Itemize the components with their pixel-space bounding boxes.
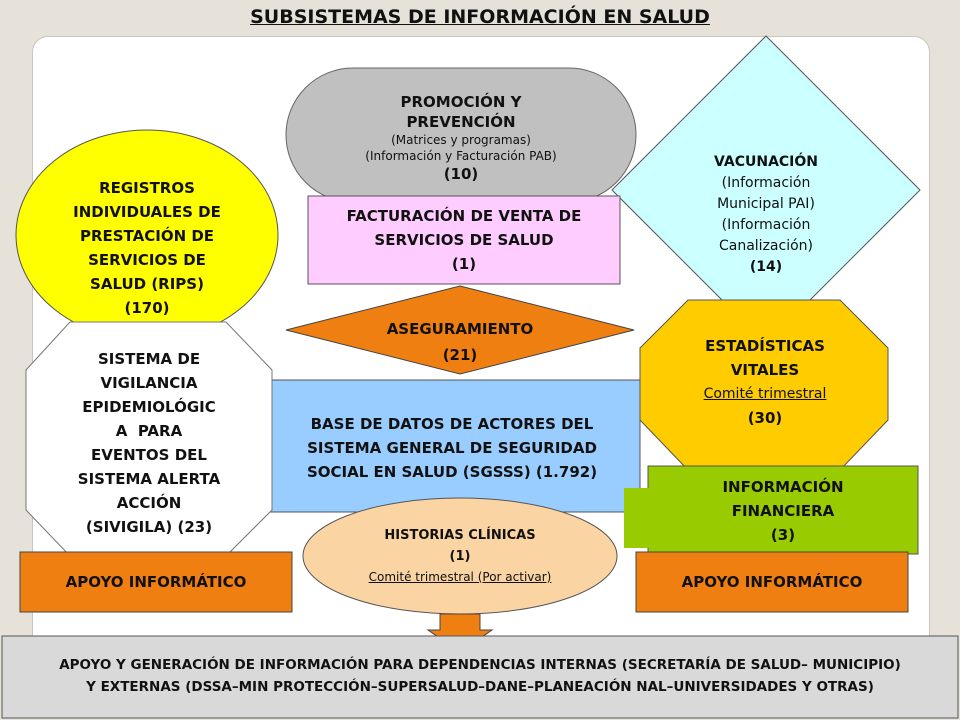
informacion-financiera: INFORMACIÓN FINANCIERA (3) — [648, 470, 918, 552]
estadisticas-l2: VITALES — [730, 361, 800, 379]
sivigila-l6: SISTEMA ALERTA — [77, 470, 221, 488]
aseguramiento-label: ASEGURAMIENTO — [386, 320, 534, 338]
bottom-bar-shape — [1, 635, 959, 719]
bottom-l1: APOYO Y GENERACIÓN DE INFORMACIÓN PARA D… — [59, 657, 901, 673]
rips-l1: REGISTROS — [99, 179, 195, 197]
base-datos-shape — [261, 379, 641, 513]
estadisticas-l1: ESTADÍSTICAS — [705, 337, 825, 355]
vacunacion-l2: Municipal PAI) — [717, 196, 815, 212]
financiera-count: (3) — [770, 526, 796, 544]
apoyo-right-shape — [635, 551, 909, 613]
rips-l3: PRESTACIÓN DE — [79, 227, 215, 245]
promocion-sub1: (Matrices y programas) — [391, 133, 531, 147]
historias-comite: Comité trimestral (Por activar) — [368, 569, 552, 584]
bottom-bar: APOYO Y GENERACIÓN DE INFORMACIÓN PARA D… — [4, 650, 956, 702]
apoyo-left-label: APOYO INFORMÁTICO — [65, 573, 247, 591]
historias-clinicas: HISTORIAS CLÍNICAS (1) Comité trimestral… — [318, 520, 602, 592]
sivigila: SISTEMA DE VIGILANCIA EPIDEMIOLÓGIC A PA… — [30, 340, 268, 546]
vacunacion-title: VACUNACIÓN — [713, 154, 818, 170]
facturacion-count: (1) — [451, 255, 477, 273]
facturacion-venta: FACTURACIÓN DE VENTA DE SERVICIOS DE SAL… — [310, 198, 618, 282]
sivigila-l1: SISTEMA DE — [97, 350, 201, 368]
aseguramiento: ASEGURAMIENTO (21) — [350, 314, 570, 370]
vacunacion-l3: (Información — [721, 217, 811, 233]
base-l1: BASE DE DATOS DE ACTORES DEL — [310, 415, 594, 433]
promocion-prevencion: PROMOCIÓN Y PREVENCIÓN (Matrices y progr… — [300, 82, 622, 194]
base-datos-actores: BASE DE DATOS DE ACTORES DEL SISTEMA GEN… — [272, 400, 632, 496]
promocion-line2: PREVENCIÓN — [406, 113, 516, 131]
facturacion-shape — [307, 195, 621, 285]
financiera-shape — [624, 488, 914, 548]
aseguramiento-diamond — [285, 285, 635, 375]
financiera-l2: FINANCIERA — [731, 502, 835, 520]
base-l3: SOCIAL EN SALUD (SGSSS) (1.792) — [306, 463, 598, 481]
historias-count: (1) — [449, 548, 471, 564]
facturacion-l2: SERVICIOS DE SALUD — [374, 231, 554, 249]
rips-l2: INDIVIDUALES DE — [73, 203, 221, 221]
sivigila-l5: EVENTOS DEL — [91, 446, 207, 464]
vacunacion-count: (14) — [749, 259, 783, 275]
aseguramiento-count: (21) — [442, 346, 478, 364]
sivigila-l3: EPIDEMIOLÓGIC — [82, 398, 216, 416]
apoyo-informatico-right: APOYO INFORMÁTICO — [636, 552, 908, 612]
estadisticas-count: (30) — [747, 409, 783, 427]
sivigila-l4: A PARA — [115, 422, 183, 440]
bottom-l2: Y EXTERNAS (DSSA–MIN PROTECCIÓN–SUPERSAL… — [86, 679, 874, 695]
promocion-sub2: (Información y Facturación PAB) — [365, 149, 557, 163]
historias-l1: HISTORIAS CLÍNICAS — [384, 527, 536, 543]
rips-l4: SERVICIOS DE — [88, 251, 206, 269]
sivigila-l2: VIGILANCIA — [100, 374, 198, 392]
rips-l5: SALUD (RIPS) — [90, 275, 204, 293]
estadisticas-comite: Comité trimestral — [703, 386, 827, 402]
promocion-count: (10) — [443, 165, 479, 183]
apoyo-right-label: APOYO INFORMÁTICO — [681, 573, 863, 591]
apoyo-informatico-left: APOYO INFORMÁTICO — [20, 552, 292, 612]
vacunacion-l4: Canalización) — [718, 238, 813, 254]
financiera-l1: INFORMACIÓN — [722, 478, 844, 496]
facturacion-l1: FACTURACIÓN DE VENTA DE — [346, 207, 582, 225]
rips: REGISTROS INDIVIDUALES DE PRESTACIÓN DE … — [36, 168, 258, 328]
vacunacion-l1: (Información — [721, 175, 811, 191]
vacunacion: VACUNACIÓN (Información Municipal PAI) (… — [676, 140, 856, 290]
base-l2: SISTEMA GENERAL DE SEGURIDAD — [307, 439, 597, 457]
sivigila-l7: ACCIÓN — [116, 494, 182, 512]
apoyo-left-shape — [19, 551, 293, 613]
page-title: SUBSISTEMAS DE INFORMACIÓN EN SALUD — [250, 6, 710, 28]
promocion-line1: PROMOCIÓN Y — [400, 93, 522, 111]
sivigila-l8: (SIVIGILA) (23) — [85, 518, 213, 536]
rips-count: (170) — [124, 299, 170, 317]
estadisticas-vitales: ESTADÍSTICAS VITALES Comité trimestral (… — [650, 322, 880, 442]
